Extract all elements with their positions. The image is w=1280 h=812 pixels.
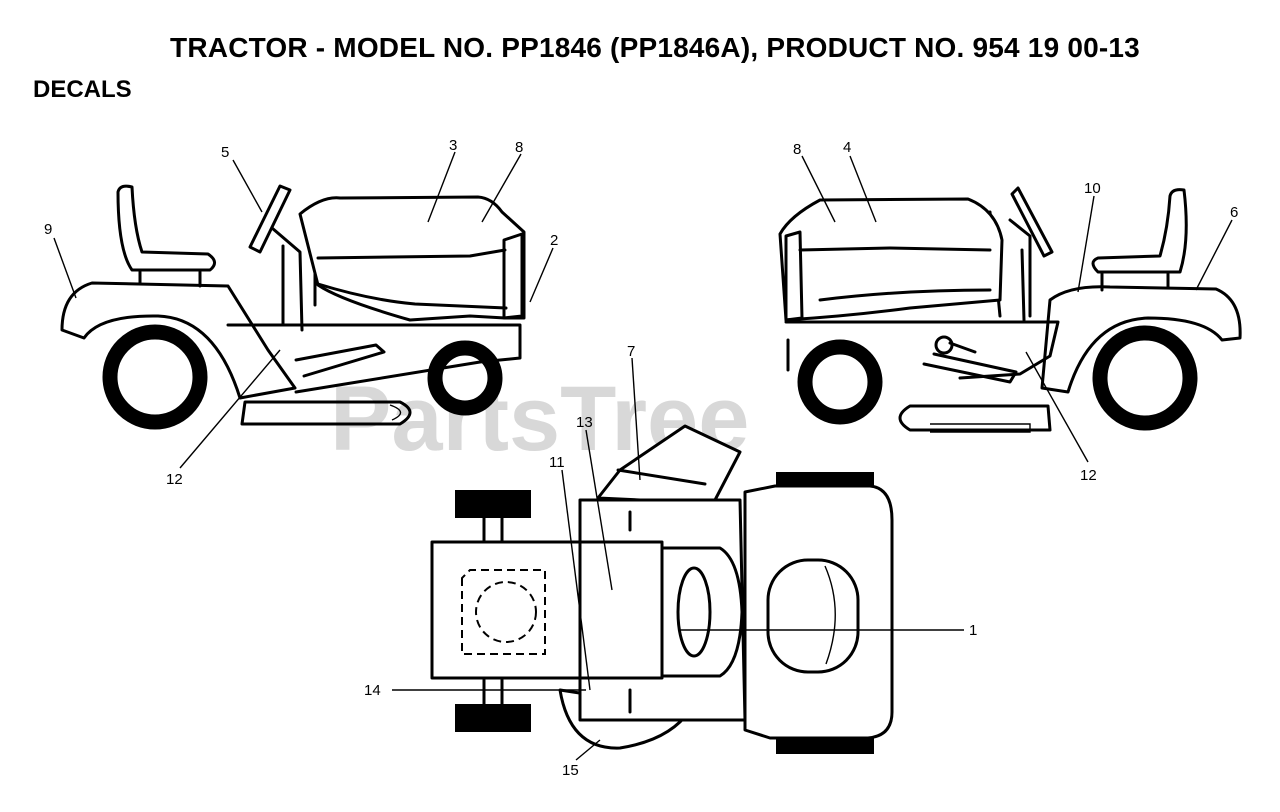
tractor-top-view: [430, 424, 894, 754]
callout-numbers: 9 5 3 8 2 12 8 4 10 6 12 7 13 11 1 14 15: [44, 137, 1238, 779]
callout-10: 10: [1084, 180, 1101, 197]
callout-2: 2: [550, 232, 558, 249]
tractor-right-side-view: [778, 186, 1242, 433]
callout-7: 7: [627, 343, 635, 360]
callout-8: 8: [793, 141, 801, 158]
callout-3: 3: [449, 137, 457, 154]
callout-12: 12: [166, 471, 183, 488]
callout-14: 14: [364, 682, 381, 699]
callout-1: 1: [969, 622, 977, 639]
tractor-left-side-view: [60, 184, 526, 430]
callout-8: 8: [515, 139, 523, 156]
callout-9: 9: [44, 221, 52, 238]
callout-11: 11: [549, 454, 565, 471]
callout-4: 4: [843, 139, 851, 156]
callout-12: 12: [1080, 467, 1097, 484]
section-label: DECALS: [33, 76, 132, 103]
callout-5: 5: [221, 144, 229, 161]
callout-6: 6: [1230, 204, 1238, 221]
callout-15: 15: [562, 762, 579, 779]
leader-lines: [53, 151, 1233, 761]
callout-13: 13: [576, 414, 593, 431]
diagram-title: TRACTOR - MODEL NO. PP1846 (PP1846A), PR…: [170, 32, 1140, 63]
